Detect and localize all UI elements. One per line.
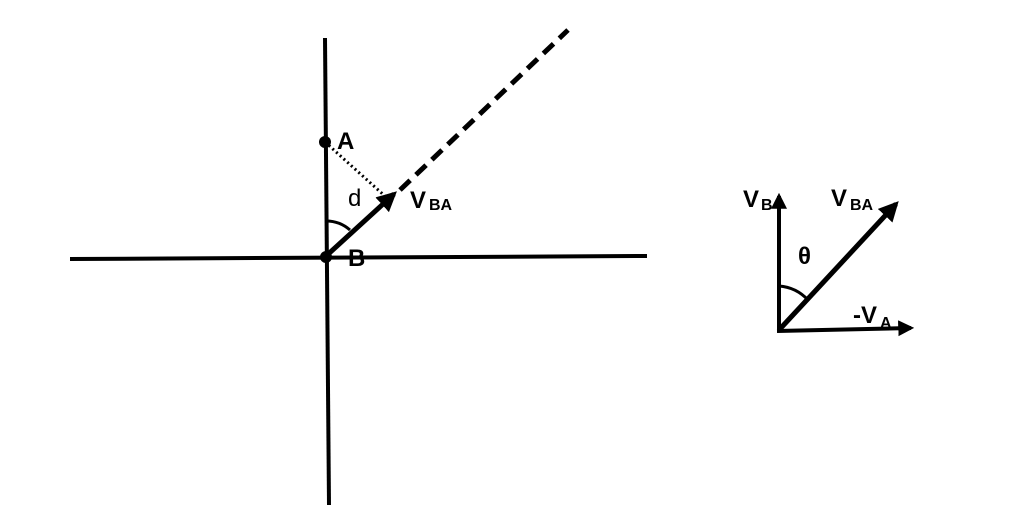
vba-dashed-extension [398,28,570,192]
neg-va-label-sub: A [880,315,892,332]
neg-va-label-main: -V [853,302,877,329]
point-b-label: B [348,245,365,272]
vertical-axis [323,37,331,506]
vba-resultant-arrow [777,201,899,332]
right-figure: V B V BA θ -V A [743,185,915,337]
theta-angle-arc [778,284,810,302]
vb-label-sub: B [761,197,773,214]
vba-label-main: V [410,187,426,214]
theta-label: θ [798,243,811,270]
vba-label-sub: BA [429,197,453,214]
distance-label: d [348,185,361,212]
vb-label-main: V [743,186,759,213]
horizontal-axis [69,254,648,261]
neg-va-vector-arrow [776,320,915,337]
left-figure: A B d V BA [69,28,648,506]
vba-resultant-label-main: V [831,185,847,212]
point-a-label: A [337,128,354,155]
vba-resultant-label-sub: BA [850,197,874,214]
distance-dotted-line [323,140,388,199]
vba-vector-arrow [323,191,397,259]
point-a-dot [319,136,331,148]
angle-arc-left [325,219,351,232]
point-b-dot [320,251,332,263]
